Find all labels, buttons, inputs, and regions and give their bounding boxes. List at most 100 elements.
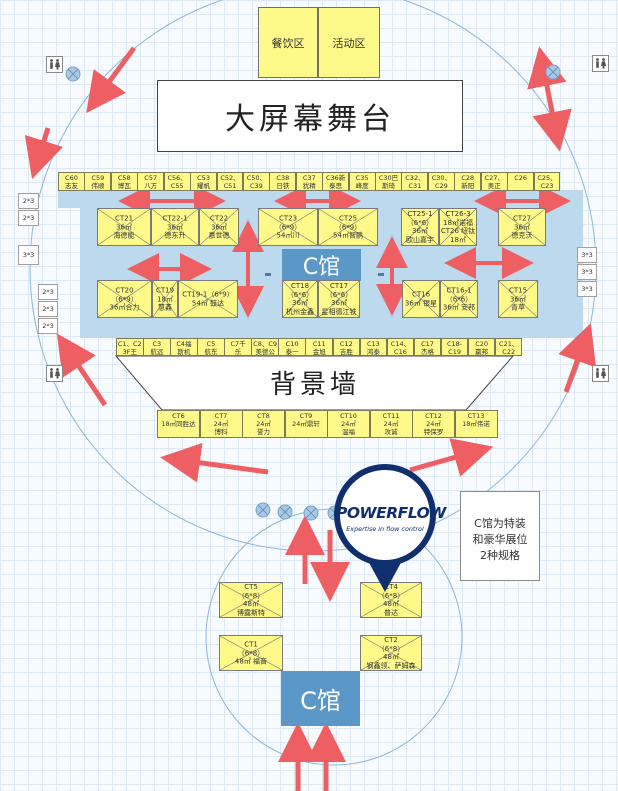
booth: CT10 24㎡ 温福	[327, 410, 370, 438]
booth-label: C56、C55 只要天大	[167, 174, 187, 190]
booth-label: C7千 乐	[230, 340, 246, 356]
stand-ct26-3: CT26-3 18㎡诺福 CT26 纽钛 18㎡	[439, 208, 477, 246]
booth: C38 日铁	[269, 172, 297, 191]
background-wall-label: 背景墙	[250, 362, 380, 402]
booth: C36新 泰思	[322, 172, 350, 191]
stand-ct16-1-label: CT16-1 （6*6） 36㎡ 安邦	[442, 286, 476, 312]
booth: C5 航东	[197, 338, 225, 356]
stand-ct21-label: CT21 36㎡ 海德能	[113, 214, 135, 240]
booth-label: C5 航东	[204, 340, 218, 356]
stand-ct19-1: CT19-1（6*9） 54㎡ 鼓达	[178, 280, 238, 318]
legend-note: C馆为特装 和豪华展位 2种规格	[460, 491, 540, 581]
stand-ct21: CT21 36㎡ 海德能	[97, 208, 151, 246]
stand-ct16: CT16 36㎡ 银星	[402, 280, 440, 318]
booth-label: CT13 18㎡伟诺	[462, 412, 490, 428]
booth-label: C37 犹精	[302, 174, 316, 190]
small-booth-right-1: 3*3	[577, 247, 597, 263]
stand-ct25-1-label: CT25-1 （6*6） 36㎡ 欧山嘉宇	[406, 210, 434, 244]
booth: C32、C31 蓝宝	[401, 172, 429, 191]
stand-ct25: CT25 （6*9） 54㎡智鹏	[318, 208, 378, 246]
booth-label: C12 吉胜	[339, 340, 353, 356]
booth: C60 志友	[58, 172, 85, 191]
stand-ct16-1: CT16-1 （6*6） 36㎡ 安邦	[440, 280, 478, 318]
stand-ct2: CT2 （6*8） 48㎡ 钢鑫领、萨姆森	[360, 635, 422, 671]
stand-ct2-label: CT2 （6*8） 48㎡ 钢鑫领、萨姆森	[366, 636, 416, 670]
small-booth-left-3: 3*3	[18, 245, 39, 265]
booth-label: C14、C16 中进泰宇	[390, 340, 411, 356]
stand-ct15-label: CT15 36㎡ 青草	[508, 286, 528, 312]
booth-label: CT10 24㎡ 温福	[340, 412, 357, 436]
toilet-icon	[46, 365, 63, 382]
booth: C20 赢邦	[467, 338, 496, 356]
arrow-icon	[24, 46, 597, 791]
small-booth-label: 2*3	[42, 288, 54, 296]
stand-ct23-label: CT23 （6*9） 54㎡川	[274, 214, 302, 240]
booth-label: C28 新阳	[461, 174, 475, 190]
booth-label: C3 航远	[150, 340, 164, 356]
booth-label: C58 博瓦	[117, 174, 131, 190]
logo-name: POWERFLOW	[336, 504, 446, 522]
booth: C11 金旭	[305, 338, 334, 356]
booth-label: CT12 24㎡ 特保罗	[423, 412, 444, 436]
toilet-icon	[592, 55, 609, 72]
booth: C53 耀帆	[190, 172, 217, 191]
background-wall-text: 背景墙	[269, 369, 360, 400]
small-booth-label: 2*3	[42, 322, 54, 330]
booth-label: C1、C2 3F王	[117, 340, 142, 356]
booth: C3 航远	[143, 338, 171, 356]
booth: C12 吉胜	[332, 338, 361, 356]
c-hall-label-text: C馆	[302, 255, 341, 280]
small-booth-left-1: 2*3	[18, 193, 39, 209]
booth-label: C4福 斯机	[176, 340, 192, 356]
stand-ct26-3-label: CT26-3 18㎡诺福 CT26 纽钛 18㎡	[440, 210, 476, 244]
stand-ct18-label: CT18 （6*6） 36㎡ 杭州金鑫	[286, 282, 314, 316]
stand-ct19-label: CT19 18㎡ 慧鑫	[155, 286, 175, 312]
booth-label: C60 志友	[64, 174, 78, 190]
stand-ct22: CT22 36㎡ 嘉世德	[199, 208, 239, 246]
booth-label: C32、C31 蓝宝	[405, 174, 425, 190]
booth-label: CT7 24㎡ 博科	[213, 412, 229, 436]
booth-label: C27、 奥正	[484, 174, 504, 190]
stand-ct5-label: CT5 （6*8） 48㎡ 博露斯特	[237, 583, 265, 617]
booth: CT9 24㎡鼎轩	[284, 410, 328, 438]
stage: 大屏幕舞台	[157, 80, 463, 152]
small-booth-right-3: 3*3	[577, 281, 597, 297]
small-booth-label: 3*3	[22, 251, 35, 259]
booth: C26	[507, 172, 535, 191]
small-booth-left-2: 2*3	[18, 210, 39, 226]
stand-ct20: CT20 （6*9） 36㎡合力	[97, 280, 152, 318]
booth-label: C57 八方	[144, 174, 158, 190]
booth: C8、C9 美德公关	[251, 338, 279, 356]
stand-ct25-label: CT25 （6*9） 54㎡智鹏	[333, 214, 363, 240]
booth: C17 杰格	[413, 338, 442, 356]
booth: C37 犹精	[295, 172, 323, 191]
booth: CT11 24㎡ 攻诚	[369, 410, 413, 438]
stand-ct17: CT17 （6*6） 36㎡ 星相德江铁	[318, 280, 360, 318]
booth-label: C35 峰度	[355, 174, 369, 190]
stand-ct19: CT19 18㎡ 慧鑫	[152, 280, 178, 318]
c-hall-lower-label: C馆	[281, 671, 360, 726]
stand-ct27-label: CT27 36㎡ 德克沃	[511, 214, 533, 240]
stand-ct22-1-label: CT22-1 36㎡ 德东升	[162, 214, 188, 240]
stand-ct1: CT1 （6*8） 48㎡ 福音	[219, 635, 283, 671]
booth: C59 伟顺	[84, 172, 112, 191]
stand-ct23: CT23 （6*9） 54㎡川	[258, 208, 318, 246]
booth-label: C36新 泰思	[326, 174, 346, 190]
activity-area: 活动区	[318, 7, 380, 78]
stand-ct22-1: CT22-1 36㎡ 德东升	[151, 208, 199, 246]
small-booth-left-6: 2*3	[38, 318, 58, 334]
stand-ct18: CT18 （6*6） 36㎡ 杭州金鑫	[282, 280, 318, 318]
stand-ct22-label: CT22 36㎡ 嘉世德	[208, 214, 230, 240]
booth-label: C21、C22 志河	[499, 340, 519, 356]
booth: C10 泰一	[278, 338, 306, 356]
small-booth-label: 3*3	[581, 268, 593, 276]
booth: C35 峰度	[348, 172, 376, 191]
booth-label: C18-C19 立普	[447, 340, 463, 356]
booth: C30巴 斯琦	[375, 172, 402, 191]
toilet-icon	[46, 56, 63, 73]
stand-ct16-label: CT16 36㎡ 银星	[404, 290, 438, 308]
booth-label: C59 伟顺	[91, 174, 105, 190]
small-booth-label: 2*3	[22, 214, 35, 222]
logo-ring	[334, 464, 436, 566]
